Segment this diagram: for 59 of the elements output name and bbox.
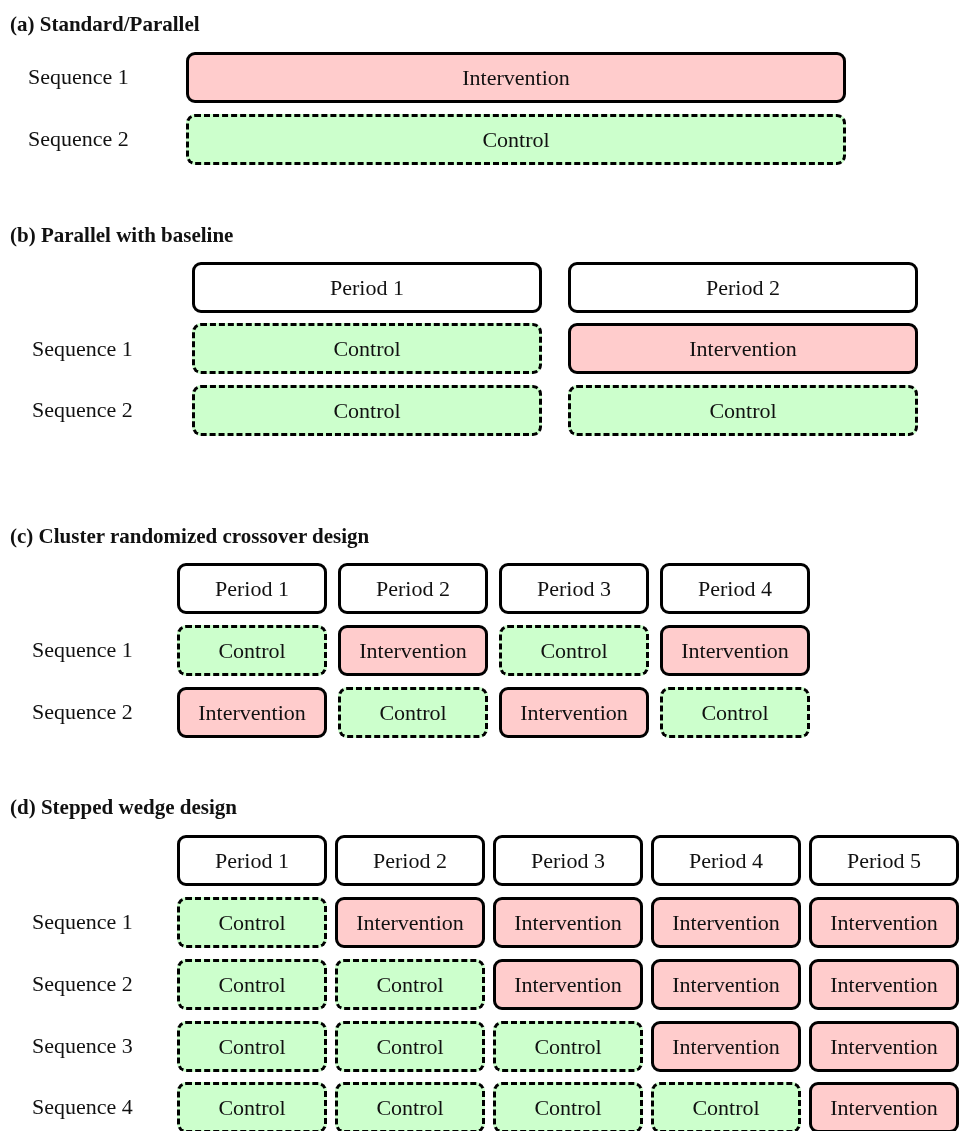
row-label: Sequence 2	[32, 397, 133, 423]
control-box: Control	[177, 625, 327, 676]
control-box: Control	[493, 1021, 643, 1072]
control-box: Control	[177, 1082, 327, 1131]
control-box: Control	[192, 323, 542, 374]
period-box: Period 3	[499, 563, 649, 614]
period-box: Period 2	[568, 262, 918, 313]
intervention-box: Intervention	[809, 897, 959, 948]
intervention-box: Intervention	[809, 959, 959, 1010]
intervention-box: Intervention	[651, 897, 801, 948]
intervention-box: Intervention	[493, 897, 643, 948]
row-label: Sequence 2	[32, 699, 133, 725]
control-box: Control	[651, 1082, 801, 1131]
control-box: Control	[493, 1082, 643, 1131]
control-box: Control	[192, 385, 542, 436]
section-heading: (c) Cluster randomized crossover design	[10, 524, 370, 549]
intervention-box: Intervention	[338, 625, 488, 676]
row-label: Sequence 1	[32, 336, 133, 362]
period-box: Period 4	[651, 835, 801, 886]
intervention-box: Intervention	[568, 323, 918, 374]
intervention-box: Intervention	[809, 1082, 959, 1131]
control-box: Control	[499, 625, 649, 676]
control-box: Control	[177, 897, 327, 948]
control-box: Control	[177, 1021, 327, 1072]
section-heading: (b) Parallel with baseline	[10, 223, 234, 248]
control-box: Control	[568, 385, 918, 436]
period-box: Period 5	[809, 835, 959, 886]
intervention-box: Intervention	[660, 625, 810, 676]
row-label: Sequence 2	[32, 971, 133, 997]
row-label: Sequence 1	[32, 909, 133, 935]
period-box: Period 3	[493, 835, 643, 886]
intervention-box: Intervention	[809, 1021, 959, 1072]
intervention-box: Intervention	[651, 959, 801, 1010]
period-box: Period 2	[335, 835, 485, 886]
row-label: Sequence 2	[28, 126, 129, 152]
row-label: Sequence 4	[32, 1094, 133, 1120]
control-box: Control	[177, 959, 327, 1010]
row-label: Sequence 1	[32, 637, 133, 663]
intervention-box: Intervention	[186, 52, 846, 103]
period-box: Period 4	[660, 563, 810, 614]
period-box: Period 1	[192, 262, 542, 313]
row-label: Sequence 3	[32, 1033, 133, 1059]
period-box: Period 2	[338, 563, 488, 614]
period-box: Period 1	[177, 563, 327, 614]
period-box: Period 1	[177, 835, 327, 886]
control-box: Control	[660, 687, 810, 738]
intervention-box: Intervention	[499, 687, 649, 738]
intervention-box: Intervention	[177, 687, 327, 738]
intervention-box: Intervention	[335, 897, 485, 948]
control-box: Control	[338, 687, 488, 738]
control-box: Control	[335, 1082, 485, 1131]
control-box: Control	[335, 1021, 485, 1072]
row-label: Sequence 1	[28, 64, 129, 90]
control-box: Control	[335, 959, 485, 1010]
section-heading: (a) Standard/Parallel	[10, 12, 200, 37]
section-heading: (d) Stepped wedge design	[10, 795, 237, 820]
intervention-box: Intervention	[651, 1021, 801, 1072]
intervention-box: Intervention	[493, 959, 643, 1010]
control-box: Control	[186, 114, 846, 165]
